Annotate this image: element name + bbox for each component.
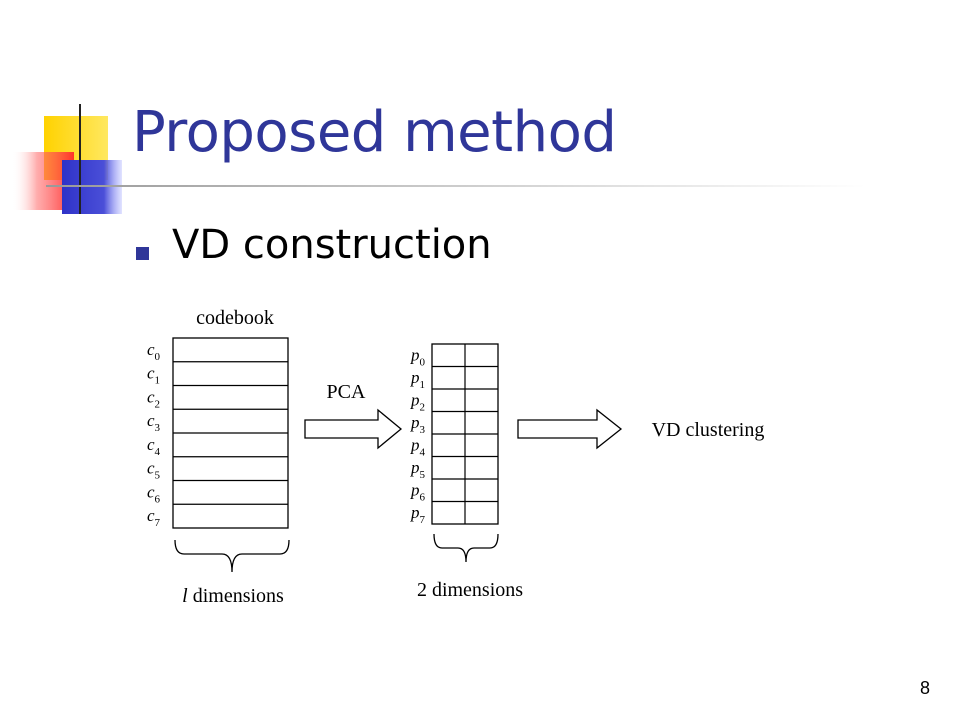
projected-row-label: p4 [410, 435, 426, 458]
codebook-label-sub: 5 [155, 470, 161, 482]
codebook-label-base: c [147, 482, 155, 501]
codebook-label-sub: 1 [155, 375, 161, 387]
codebook-label-base: c [147, 364, 155, 383]
projected-label-sub: 6 [420, 491, 426, 503]
codebook-label-sub: 7 [155, 517, 161, 529]
codebook-label-base: c [147, 506, 155, 525]
projected-row-lines [432, 365, 498, 503]
codebook-row-lines [173, 361, 288, 505]
left-dimension-brace [174, 539, 290, 573]
left-dimension-label: l dimensions [182, 585, 284, 607]
projected-label-sub: 3 [420, 424, 426, 436]
codebook-row-label: c4 [147, 435, 161, 458]
deco-horizontal-line [46, 185, 866, 187]
codebook-label-sub: 4 [155, 446, 161, 458]
projected-label-base: p [410, 435, 420, 454]
bullet-text: VD construction [172, 222, 492, 268]
codebook-label-base: c [147, 411, 155, 430]
projected-row-label: p3 [410, 413, 426, 436]
projected-label-base: p [410, 458, 420, 477]
projected-label-base: p [410, 390, 420, 409]
pca-arrow [304, 408, 403, 450]
projected-row-label: p5 [410, 458, 426, 481]
codebook-row-label: c2 [147, 387, 160, 410]
projected-row-label: p7 [410, 503, 426, 526]
left-dimension-var: l [182, 585, 188, 607]
codebook-label-sub: 6 [155, 493, 161, 505]
clustering-arrow [517, 408, 623, 450]
codebook-row-label: c5 [147, 459, 161, 482]
right-dimension-label: 2 dimensions [417, 579, 523, 601]
projected-label-base: p [410, 480, 420, 499]
projected-label-sub: 7 [420, 514, 426, 526]
codebook-label-base: c [147, 459, 155, 478]
projected-label-sub: 5 [420, 469, 426, 481]
pca-label: PCA [327, 381, 366, 403]
projected-label-base: p [410, 413, 420, 432]
projected-label-base: p [410, 368, 420, 387]
codebook-label-base: c [147, 435, 155, 454]
codebook-row-label: c6 [147, 482, 161, 505]
slide-title: Proposed method [132, 100, 617, 165]
codebook-label-sub: 2 [155, 398, 161, 410]
projected-label-sub: 0 [420, 356, 426, 368]
codebook-label: codebook [196, 307, 274, 329]
left-dimension-text: dimensions [188, 585, 284, 607]
codebook-row-label: c1 [147, 364, 160, 387]
codebook-row-label: c3 [147, 411, 161, 434]
projected-row-label: p6 [410, 480, 426, 503]
codebook-label-sub: 3 [155, 422, 161, 434]
codebook-row-label: c7 [147, 506, 161, 529]
projected-row-label: p1 [410, 368, 425, 391]
vd-clustering-label: VD clustering [652, 419, 765, 441]
projected-row-label: p2 [410, 390, 425, 413]
page-number: 8 [919, 678, 930, 698]
bullet-square-icon [136, 247, 149, 260]
codebook-label-sub: 0 [155, 351, 161, 363]
right-dimension-brace [433, 533, 499, 563]
projected-label-sub: 1 [420, 379, 426, 391]
codebook-row-label: c0 [147, 340, 161, 363]
codebook-label-base: c [147, 387, 155, 406]
projected-label-base: p [410, 345, 420, 364]
codebook-label-base: c [147, 340, 155, 359]
projected-label-base: p [410, 503, 420, 522]
projected-label-sub: 4 [420, 446, 426, 458]
projected-row-label: p0 [410, 345, 426, 368]
projected-label-sub: 2 [420, 401, 426, 413]
